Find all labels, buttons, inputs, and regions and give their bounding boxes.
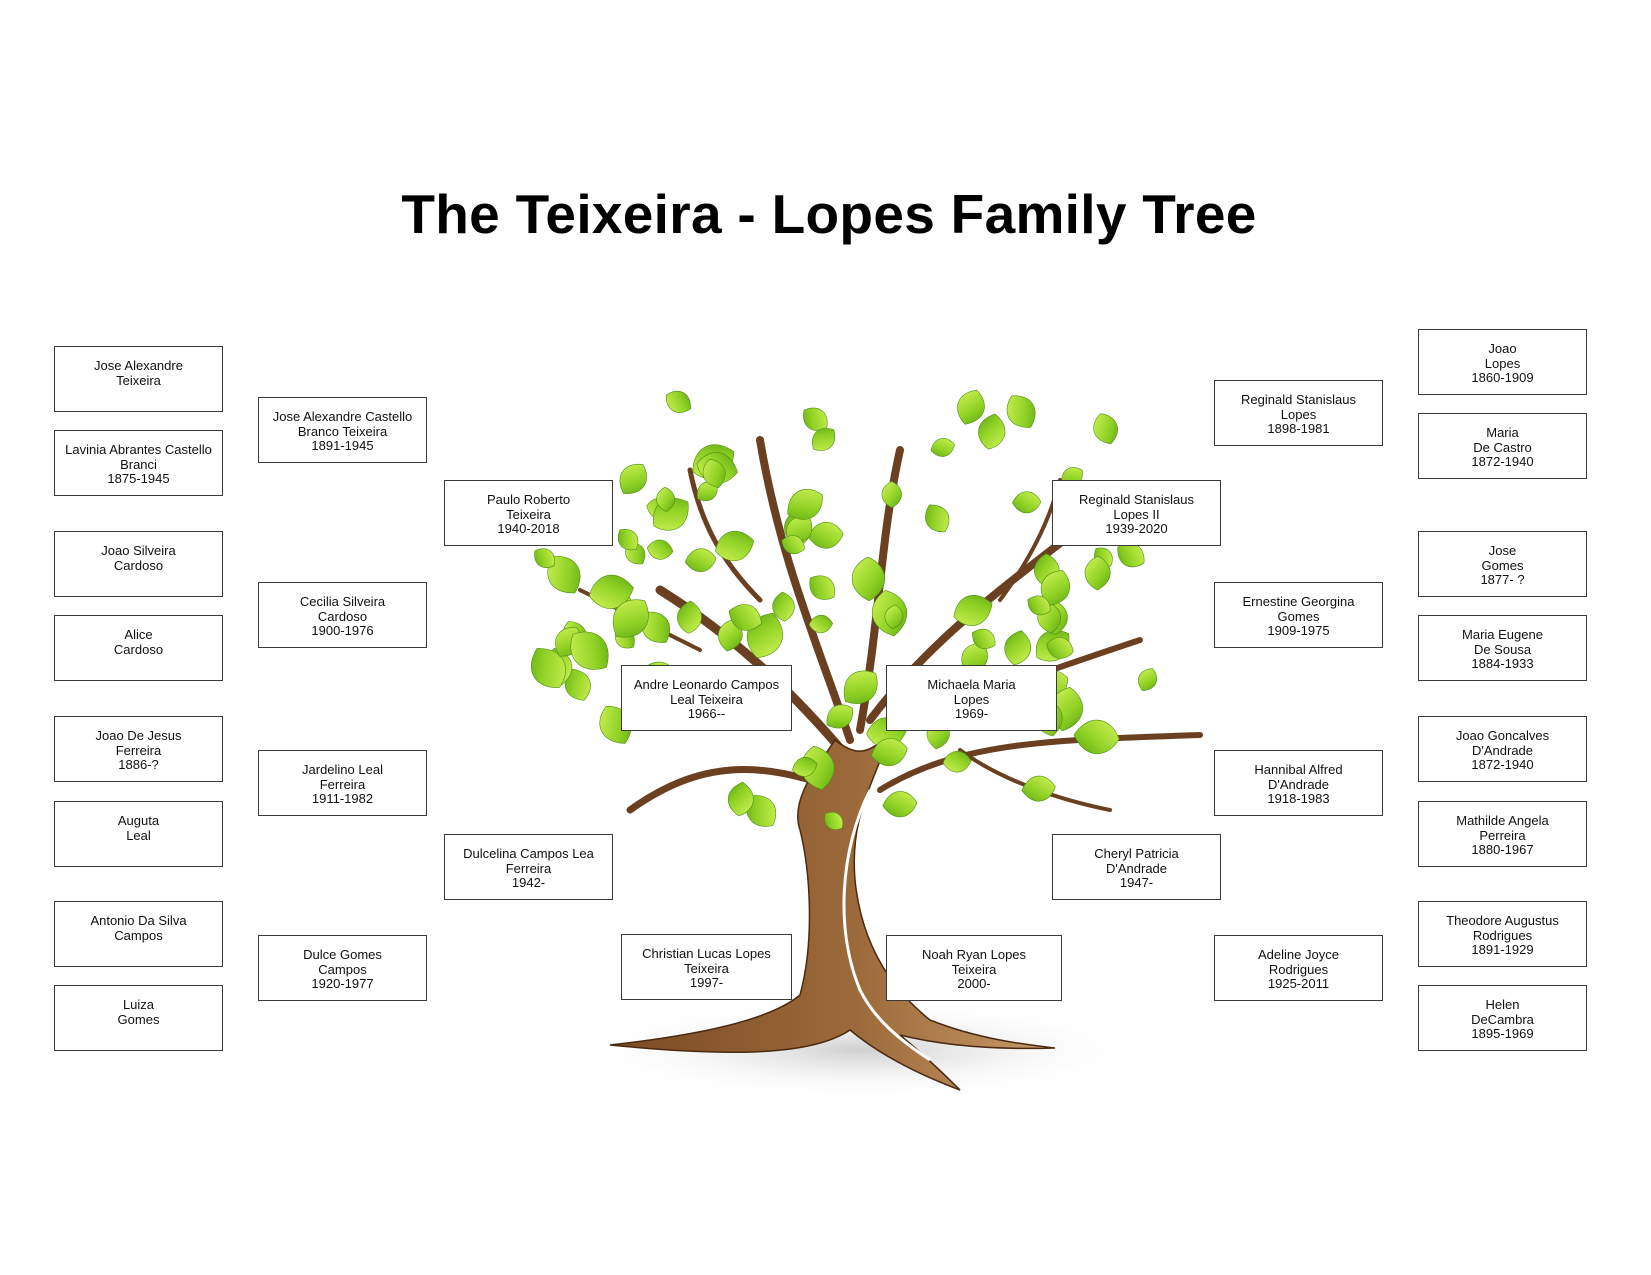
person-helen-decambra: Helen DeCambra 1895-1969: [1418, 985, 1587, 1051]
leaf-icon: [953, 595, 993, 626]
person-maria-eugene: Maria Eugene De Sousa 1884-1933: [1418, 615, 1587, 681]
leaf-icon: [781, 535, 805, 555]
person-jose-alexandre-teixeira: Jose Alexandre Teixeira: [54, 346, 223, 412]
leaf-icon: [570, 631, 609, 670]
trunk-highlight: [842, 789, 931, 1062]
leaf-icon: [1084, 555, 1111, 591]
leaf-icon: [824, 812, 844, 830]
leaf-icon: [1027, 595, 1051, 616]
person-dulce-gomes-campos: Dulce Gomes Campos 1920-1977: [258, 935, 427, 1001]
person-michaela-maria-lopes: Michaela Maria Lopes 1969-: [886, 665, 1057, 731]
leaf-icon: [807, 521, 844, 549]
person-antonio-da-silva-campos: Antonio Da Silva Campos: [54, 901, 223, 967]
person-cecilia-silveira-cardoso: Cecilia Silveira Cardoso 1900-1976: [258, 582, 427, 648]
leaf-icon: [930, 438, 955, 457]
leaf-icon: [800, 745, 835, 791]
leaf-icon: [772, 591, 795, 622]
leaf-icon: [882, 791, 918, 818]
leaf-icon: [957, 389, 985, 425]
leaf-icon: [851, 556, 886, 602]
person-andre-leonardo: Andre Leonardo Campos Leal Teixeira 1966…: [621, 665, 792, 731]
leaf-icon: [792, 757, 818, 777]
leaf-icon: [1012, 491, 1042, 514]
leaf-icon: [881, 481, 902, 509]
person-ernestine-gomes: Ernestine Georgina Gomes 1909-1975: [1214, 582, 1383, 648]
leaf-icon: [808, 615, 834, 634]
leaf-icon: [612, 599, 649, 638]
tree-shadow: [570, 1000, 1150, 1100]
leaf-icon: [978, 413, 1006, 450]
leaf-icon: [809, 575, 836, 600]
person-christian-lucas: Christian Lucas Lopes Teixeira 1997-: [621, 934, 792, 1000]
leaf-icon: [870, 738, 908, 767]
person-paulo-roberto-teixeira: Paulo Roberto Teixeira 1940-2018: [444, 480, 613, 546]
person-noah-ryan: Noah Ryan Lopes Teixeira 2000-: [886, 935, 1062, 1001]
leaf-icon: [656, 486, 675, 512]
leaf-icon: [684, 548, 717, 572]
leaf-icon: [665, 390, 692, 413]
person-reginald-lopes: Reginald Stanislaus Lopes 1898-1981: [1214, 380, 1383, 446]
person-auguta-leal: Auguta Leal: [54, 801, 223, 867]
person-joao-goncalves: Joao Goncalves D'Andrade 1872-1940: [1418, 716, 1587, 782]
leaf-icon: [618, 529, 639, 551]
leaf-icon: [1021, 775, 1056, 802]
person-jose-gomes: Jose Gomes 1877- ?: [1418, 531, 1587, 597]
leaf-icon: [884, 604, 904, 630]
leaf-icon: [812, 428, 835, 451]
leaf-icon: [1040, 570, 1071, 606]
leaf-icon: [677, 600, 702, 634]
person-joao-silveira-cardoso: Joao Silveira Cardoso: [54, 531, 223, 597]
leaf-icon: [619, 463, 647, 494]
person-dulcelina-campos: Dulcelina Campos Lea Ferreira 1942-: [444, 834, 613, 900]
tree-leaves: [501, 389, 1157, 830]
person-reginald-ii: Reginald Stanislaus Lopes II 1939-2020: [1052, 480, 1221, 546]
leaf-icon: [1073, 719, 1120, 754]
person-adeline-rodrigues: Adeline Joyce Rodrigues 1925-2011: [1214, 935, 1383, 1001]
person-maria-de-castro: Maria De Castro 1872-1940: [1418, 413, 1587, 479]
leaf-icon: [971, 628, 996, 649]
leaf-icon: [1046, 637, 1074, 659]
leaf-icon: [715, 530, 755, 562]
leaf-icon: [826, 704, 853, 729]
leaf-icon: [925, 504, 950, 533]
leaf-icon: [727, 781, 754, 817]
leaf-icon: [1006, 395, 1036, 428]
leaf-icon: [646, 539, 674, 560]
person-mathilde-perreira: Mathilde Angela Perreira 1880-1967: [1418, 801, 1587, 867]
page-title: The Teixeira - Lopes Family Tree: [401, 183, 1257, 245]
person-luiza-gomes: Luiza Gomes: [54, 985, 223, 1051]
leaf-icon: [1138, 668, 1157, 691]
person-joao-de-jesus-ferreira: Joao De Jesus Ferreira 1886-?: [54, 716, 223, 782]
leaf-icon: [534, 548, 556, 568]
person-cheryl-patricia: Cheryl Patricia D'Andrade 1947-: [1052, 834, 1221, 900]
tree-trunk: [609, 732, 1056, 1091]
leaf-icon: [942, 751, 972, 773]
person-alice-cardoso: Alice Cardoso: [54, 615, 223, 681]
leaf-icon: [746, 795, 777, 827]
leaf-icon: [531, 648, 566, 688]
leaf-icon: [702, 458, 726, 488]
leaf-icon: [787, 489, 823, 520]
person-lavinia-abrantes: Lavinia Abrantes Castello Branci 1875-19…: [54, 430, 223, 496]
person-hannibal-dandrade: Hannibal Alfred D'Andrade 1918-1983: [1214, 750, 1383, 816]
leaf-icon: [1093, 413, 1118, 445]
leaf-icon: [843, 670, 878, 704]
leaf-icon: [1004, 630, 1032, 666]
leaf-icon: [564, 668, 591, 701]
leaf-icon: [728, 604, 762, 631]
person-jose-alexandre-castello: Jose Alexandre Castello Branco Teixeira …: [258, 397, 427, 463]
person-theodore-rodrigues: Theodore Augustus Rodrigues 1891-1929: [1418, 901, 1587, 967]
person-joao-lopes: Joao Lopes 1860-1909: [1418, 329, 1587, 395]
person-jardelino-leal-ferreira: Jardelino Leal Ferreira 1911-1982: [258, 750, 427, 816]
